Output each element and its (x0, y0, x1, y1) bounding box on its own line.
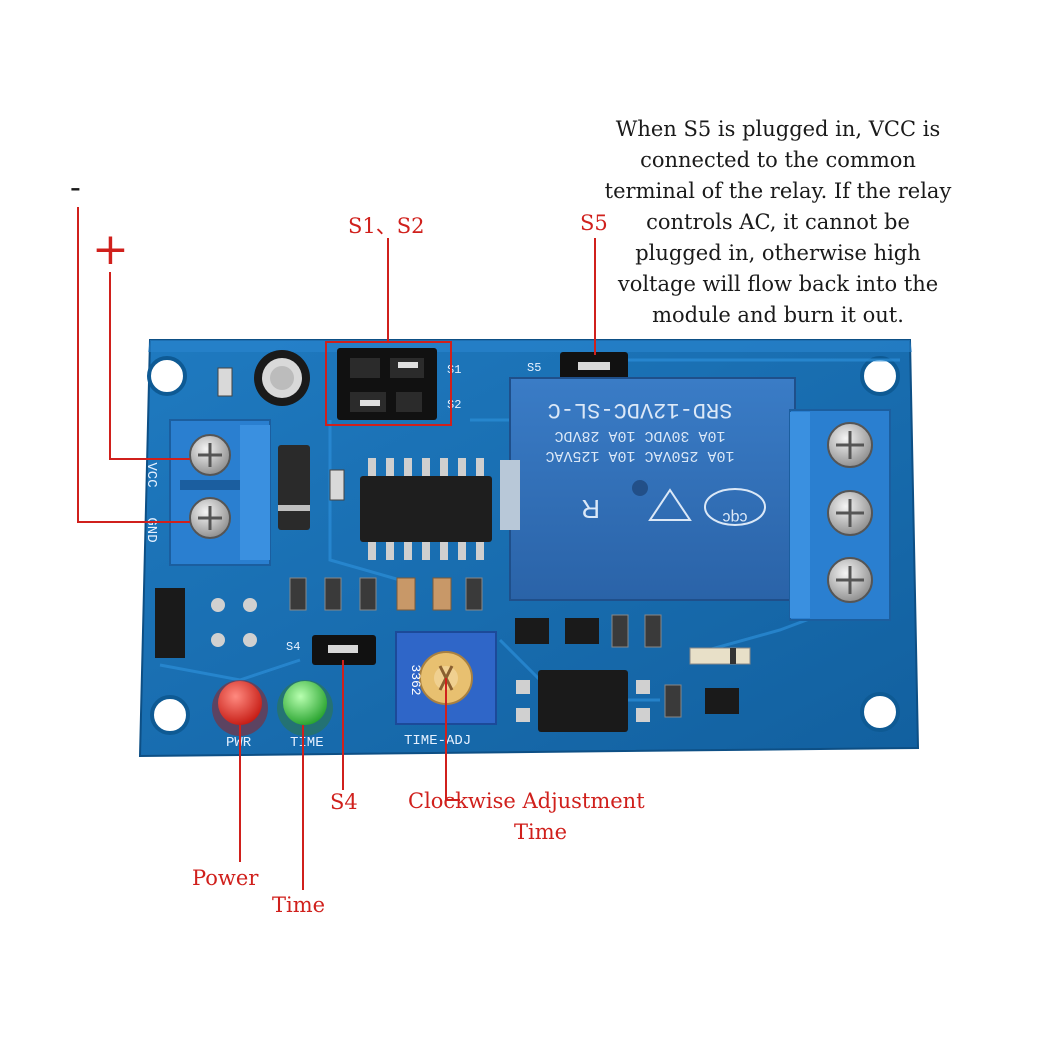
ic-chip (360, 458, 492, 560)
s5-warning-note: When S5 is plugged in, VCC is connected … (568, 114, 988, 331)
s2-silkscreen: S2 (447, 398, 461, 412)
time-adj-silkscreen: TIME-ADJ (404, 733, 471, 749)
power-terminal-block (169, 419, 271, 566)
note-line: connected to the common (640, 148, 916, 172)
mounting-hole (147, 356, 187, 396)
relay-rating-line1: 10A 250VAC 10A 125VAC (545, 447, 734, 464)
vcc-leader-line (109, 272, 190, 460)
mounting-hole (150, 695, 190, 735)
note-line: plugged in, otherwise high (635, 241, 921, 265)
time-silkscreen: TIME (290, 735, 324, 751)
relay-model: SRD-12VDC-SL-C (548, 397, 733, 422)
mounting-hole (860, 692, 900, 732)
diode (278, 445, 310, 530)
electrolytic-capacitor (254, 350, 310, 406)
callout-lines (77, 207, 596, 890)
pot-code: 3362 (408, 664, 423, 695)
relay-certification-marks: cqc R (581, 488, 766, 526)
plus-label: + (92, 224, 129, 275)
relay-output-terminal-block (789, 409, 891, 621)
note-line: controls AC, it cannot be (646, 210, 910, 234)
power-led (212, 680, 268, 736)
clockwise-adjustment-callout-line1: Clockwise Adjustment (408, 789, 645, 813)
time-callout: Time (272, 893, 326, 917)
s5-silkscreen: S5 (527, 361, 541, 375)
s1-s2-callout: S1、S2 (348, 214, 425, 238)
note-line: When S5 is plugged in, VCC is (615, 117, 941, 141)
s4-callout: S4 (330, 790, 358, 814)
relay (500, 377, 796, 601)
vcc-silkscreen: VCC (143, 462, 159, 487)
jumper-s1-s2 (337, 348, 437, 420)
s5-callout: S5 (580, 211, 608, 235)
gnd-silkscreen: GND (143, 517, 159, 542)
power-callout: Power (192, 866, 259, 890)
jumper-s5 (560, 352, 628, 382)
pin-header (155, 588, 257, 658)
relay-cqc-logo: cqc (723, 509, 748, 526)
note-line: voltage will flow back into the (617, 272, 939, 296)
relay-rating-line2: 10A 30VDC 10A 28VDC (554, 427, 725, 444)
pot-leader-line (445, 678, 460, 801)
minus-label: - (70, 168, 81, 206)
jumper-s4 (312, 635, 376, 665)
pwr-silkscreen: PWR (226, 735, 252, 751)
s1-silkscreen: S1 (447, 363, 461, 377)
smd-resistor (217, 367, 233, 397)
clockwise-adjustment-callout-line2: Time (514, 820, 568, 844)
smd-component-row (289, 577, 483, 611)
lower-right-components (515, 614, 751, 732)
note-line: terminal of the relay. If the relay (604, 179, 952, 203)
note-line: module and burn it out. (652, 303, 904, 327)
mounting-hole (860, 356, 900, 396)
gnd-leader-line (77, 207, 190, 523)
time-led (277, 680, 333, 736)
s4-silkscreen: S4 (286, 640, 300, 654)
smd-resistor (329, 469, 345, 501)
svg-text:R: R (581, 494, 600, 524)
